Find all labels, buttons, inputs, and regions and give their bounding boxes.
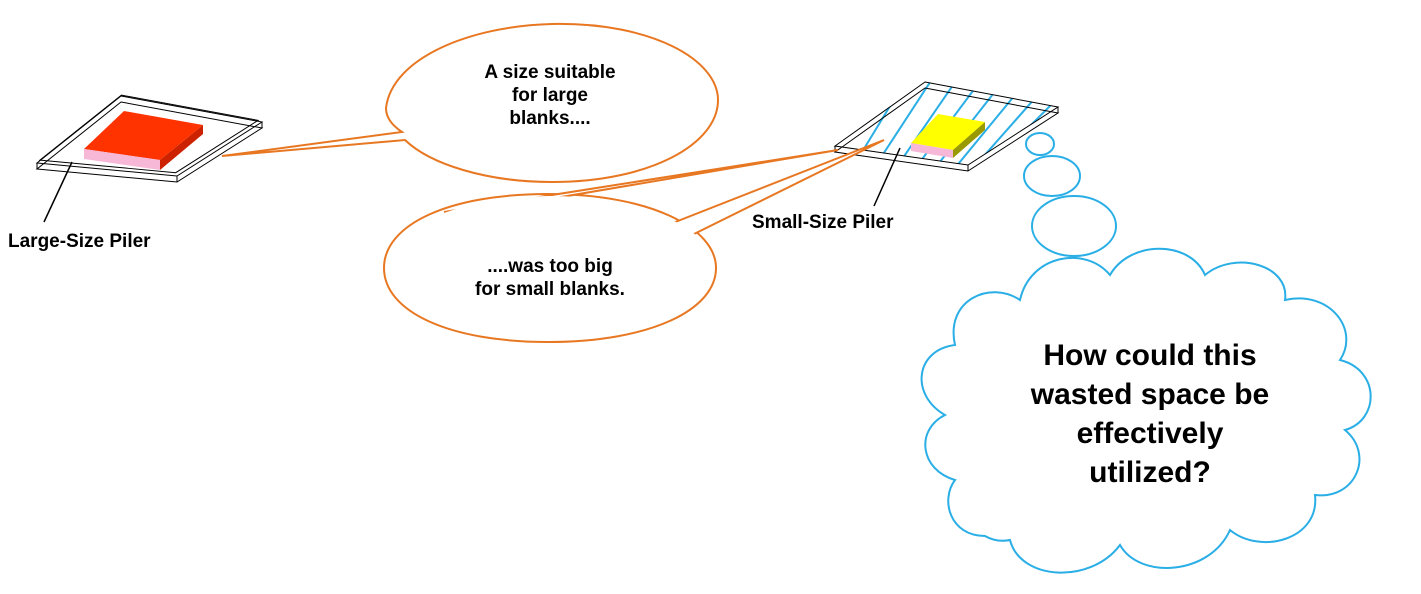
small-piler-label: Small-Size Piler [752,212,894,233]
large-piler-tray [35,94,264,183]
speech-bubble-large-blanks [221,22,720,184]
thought-cloud [920,247,1372,574]
thought-question-text: How could this wasted space be effective… [1030,339,1270,489]
speech-bubble-small-blanks-fill [386,196,714,340]
speech-text-small-blanks: ....was too big for small blanks. [475,256,625,300]
large-blank [84,111,203,170]
small-piler-pointer [873,147,901,207]
small-blank [911,114,985,158]
speech-text-large-blanks: A size suitable for large blanks.... [484,62,616,129]
large-piler-pointer [43,161,73,223]
large-piler-label: Large-Size Piler [8,231,151,252]
thought-trail [1023,132,1117,257]
